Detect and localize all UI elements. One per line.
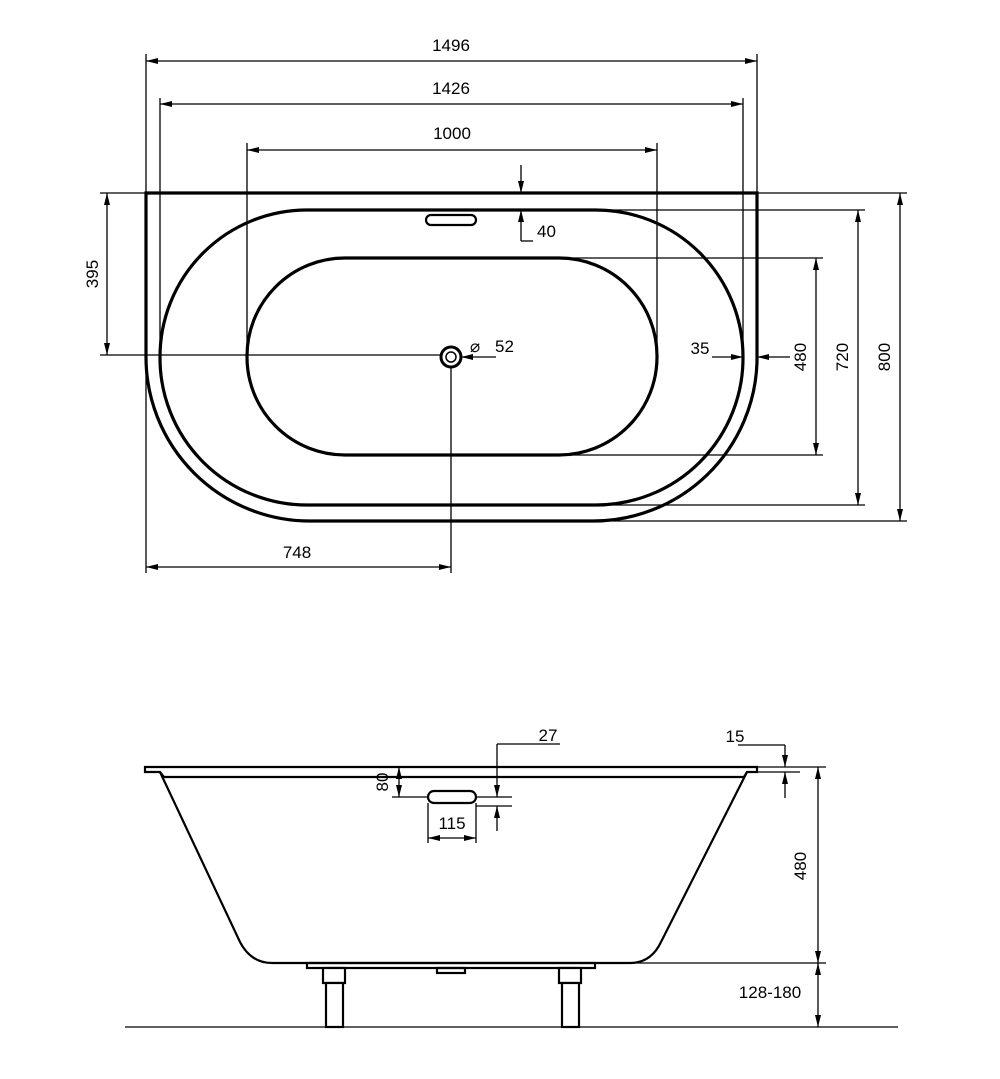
- overflow-side: [426, 789, 478, 805]
- dim-52-label: 52: [495, 337, 514, 356]
- dim-tub-depth: 480: [595, 766, 826, 964]
- dim-40-label: 40: [537, 222, 556, 241]
- side-view: 27 80 115 15: [125, 726, 898, 1029]
- drain-diameter-symbol: ⌀: [470, 337, 480, 356]
- right-leg: [560, 981, 581, 1029]
- dim-half-width: 395: [83, 192, 440, 356]
- drain-outlet: [435, 966, 467, 975]
- dim-1496-label: 1496: [432, 36, 470, 55]
- dim-800-label: 800: [875, 343, 894, 371]
- dim-720-label: 720: [833, 343, 852, 371]
- dim-80-label: 80: [373, 773, 392, 792]
- dim-rim-offset: 40: [518, 165, 556, 242]
- dim-rim-side: 35: [691, 339, 790, 360]
- dim-rim-thickness: 15: [726, 727, 800, 798]
- dim-1000-label: 1000: [433, 124, 471, 143]
- dim-basin-length: 1000: [246, 124, 658, 357]
- dim-15-label: 15: [726, 727, 745, 746]
- dim-overflow-depth: 80: [373, 766, 428, 798]
- dim-inner-rim-width: 720: [595, 209, 865, 506]
- dim-inner-rim-length: 1426: [159, 79, 744, 357]
- dim-748-label: 748: [283, 543, 311, 562]
- dim-leg-height: 128-180: [739, 963, 821, 1027]
- dim-128-180-label: 128-180: [739, 983, 801, 1002]
- dim-overall-length: 1496: [145, 36, 758, 193]
- dim-drain-position: 748: [145, 357, 452, 573]
- tub-basin: [245, 256, 659, 457]
- top-view: 1496 1426 1000 40: [83, 36, 907, 573]
- drain-outer: [439, 345, 463, 369]
- dim-395-label: 395: [83, 260, 102, 288]
- dim-drain-diameter: ⌀ 52: [461, 337, 514, 360]
- left-leg: [324, 981, 345, 1029]
- tub-body: [159, 771, 748, 965]
- dim-overflow-from-top: 27: [476, 726, 560, 831]
- dim-overall-width: 800: [593, 192, 907, 522]
- dim-480-side-label: 480: [791, 852, 810, 880]
- dim-115-label: 115: [438, 814, 465, 833]
- tub-rim: [143, 765, 759, 779]
- drain-inner: [445, 351, 457, 363]
- dim-480-top-label: 480: [791, 343, 810, 371]
- dim-27-label: 27: [539, 726, 558, 745]
- dim-1426-label: 1426: [432, 79, 470, 98]
- dim-35-label: 35: [691, 339, 710, 358]
- left-leg-collar: [321, 966, 347, 985]
- dim-basin-width: 480: [560, 257, 823, 456]
- overflow-slot: [424, 213, 478, 227]
- right-leg-collar: [557, 966, 583, 985]
- dim-overflow-width: 115: [427, 803, 477, 843]
